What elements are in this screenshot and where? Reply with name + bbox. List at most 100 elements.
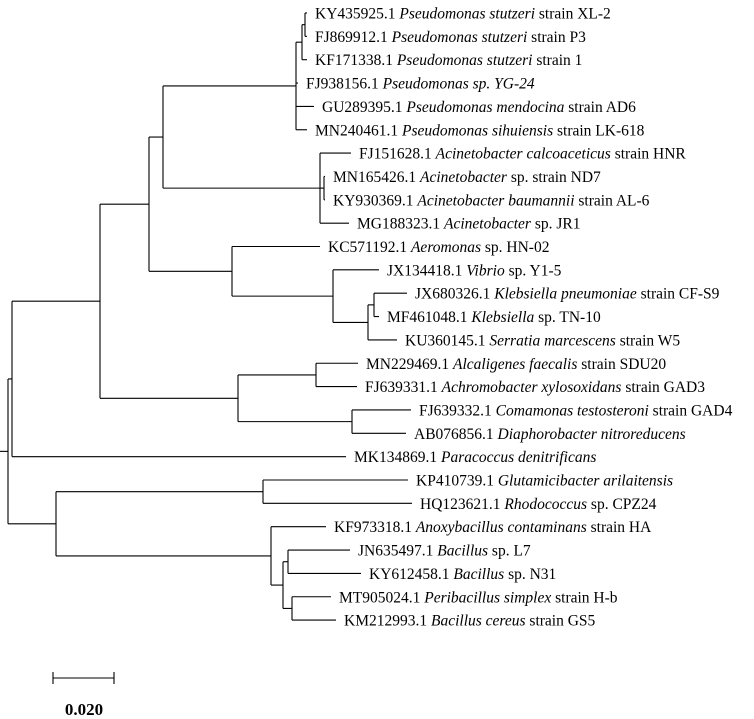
taxon-species: Klebsiella pneumoniae <box>493 286 637 303</box>
taxon-strain: strain GAD4 <box>649 402 733 419</box>
taxon-accession: MT905024.1 <box>339 589 424 606</box>
taxon-species: Vibrio <box>466 262 505 279</box>
tree-branches <box>0 12 412 621</box>
taxon-accession: KY930369.1 <box>333 192 417 209</box>
taxon-accession: KF973318.1 <box>334 519 416 536</box>
taxon-species: Comamonas testosteroni <box>496 402 649 419</box>
taxon-label: KM212993.1 Bacillus cereus strain GS5 <box>344 613 596 630</box>
taxon-label: FJ869912.1 Pseudomonas stutzeri strain P… <box>315 29 586 46</box>
taxon-label: FJ938156.1 Pseudomonas sp. YG-24 <box>306 76 535 93</box>
taxon-species: Diaphorobacter nitroreducens <box>497 426 686 443</box>
taxon-label: MN229469.1 Alcaligenes faecalis strain S… <box>366 356 666 373</box>
taxon-strain: sp. Y1-5 <box>505 262 562 279</box>
taxon-accession: KU360145.1 <box>405 332 489 349</box>
taxon-accession: MF461048.1 <box>387 309 471 326</box>
taxon-strain: strain GAD3 <box>621 379 705 396</box>
taxon-label: KC571192.1 Aeromonas sp. HN-02 <box>328 239 549 256</box>
taxon-species: Pseudomonas mendocina <box>405 99 564 116</box>
taxon-species: Bacillus cereus <box>431 613 526 630</box>
taxon-strain: strain H-b <box>551 589 618 606</box>
taxon-strain: strain W5 <box>616 332 681 349</box>
taxon-species: Glutamicibacter arilaitensis <box>498 473 673 490</box>
taxon-species: Anoxybacillus contaminans <box>415 519 587 536</box>
taxon-strain: strain GS5 <box>526 613 596 630</box>
taxon-species: Rhodococcus <box>503 496 587 513</box>
taxon-label: KF171338.1 Pseudomonas stutzeri strain 1 <box>315 52 582 69</box>
taxon-species: Pseudomonas sihuiensis <box>401 122 553 139</box>
taxon-strain: strain 1 <box>532 52 582 69</box>
taxon-species: Peribacillus simplex <box>423 589 551 606</box>
taxon-accession: AB076856.1 <box>414 426 498 443</box>
taxon-species: Acinetobacter <box>419 169 508 186</box>
taxon-label: MG188323.1 Acinetobacter sp. JR1 <box>357 216 580 233</box>
taxon-label: FJ639331.1 Achromobacter xylosoxidans st… <box>365 379 705 396</box>
taxon-label: MK134869.1 Paracoccus denitrificans <box>354 449 596 466</box>
taxon-label: MT905024.1 Peribacillus simplex strain H… <box>339 589 618 606</box>
taxon-strain: strain P3 <box>527 29 586 46</box>
taxon-accession: KY435925.1 <box>315 6 399 23</box>
taxon-accession: KF171338.1 <box>315 52 397 69</box>
taxon-species: Klebsiella <box>470 309 534 326</box>
taxon-strain: strain HNR <box>611 146 687 163</box>
taxon-strain: strain CF-S9 <box>637 286 720 303</box>
taxon-label: KY930369.1 Acinetobacter baumannii strai… <box>333 192 650 209</box>
taxon-accession: MN165426.1 <box>333 169 420 186</box>
taxon-accession: HQ123621.1 <box>420 496 504 513</box>
taxon-accession: KC571192.1 <box>328 239 411 256</box>
taxon-accession: KY612458.1 <box>369 566 453 583</box>
taxon-strain: strain HA <box>587 519 652 536</box>
taxon-strain: strain SDU20 <box>577 356 666 373</box>
taxon-accession: MN229469.1 <box>366 356 453 373</box>
taxon-labels: KY435925.1 Pseudomonas stutzeri strain X… <box>306 6 733 630</box>
taxon-species: Bacillus <box>437 543 488 560</box>
taxon-label: HQ123621.1 Rhodococcus sp. CPZ24 <box>420 496 657 513</box>
taxon-species: Pseudomonas stutzeri <box>396 52 533 69</box>
taxon-strain: sp. CPZ24 <box>587 496 657 513</box>
taxon-species: Acinetobacter <box>443 216 532 233</box>
taxon-accession: MN240461.1 <box>315 122 402 139</box>
taxon-species: Pseudomonas stutzeri <box>391 29 528 46</box>
taxon-strain: strain XL-2 <box>535 6 611 23</box>
taxon-accession: JX680326.1 <box>415 286 494 303</box>
taxon-label: JN635497.1 Bacillus sp. L7 <box>358 543 531 560</box>
taxon-label: MN165426.1 Acinetobacter sp. strain ND7 <box>333 169 601 186</box>
taxon-species: Acinetobacter baumannii <box>416 192 574 209</box>
taxon-species: Alcaligenes faecalis <box>452 356 577 373</box>
taxon-species: Serratia marcescens <box>489 332 615 349</box>
taxon-label: KU360145.1 Serratia marcescens strain W5 <box>405 332 680 349</box>
scale-bar-label: 0.020 <box>65 700 103 719</box>
taxon-accession: JX134418.1 <box>387 262 466 279</box>
taxon-label: MF461048.1 Klebsiella sp. TN-10 <box>387 309 601 326</box>
taxon-strain: strain AD6 <box>564 99 636 116</box>
taxon-strain: sp. strain ND7 <box>507 169 601 186</box>
taxon-label: FJ639332.1 Comamonas testosteroni strain… <box>419 402 733 419</box>
taxon-accession: KP410739.1 <box>416 473 498 490</box>
taxon-accession: FJ639331.1 <box>365 379 442 396</box>
scale-bar: 0.020 <box>52 672 115 719</box>
taxon-label: FJ151628.1 Acinetobacter calcoaceticus s… <box>359 146 686 163</box>
taxon-species: Bacillus <box>453 566 504 583</box>
taxon-strain: sp. L7 <box>488 543 531 560</box>
taxon-species: Aeromonas <box>410 239 481 256</box>
taxon-accession: FJ869912.1 <box>315 29 392 46</box>
taxon-accession: FJ938156.1 <box>306 76 383 93</box>
taxon-label: JX680326.1 Klebsiella pneumoniae strain … <box>415 286 720 303</box>
taxon-species: Pseudomonas stutzeri <box>398 6 535 23</box>
taxon-label: MN240461.1 Pseudomonas sihuiensis strain… <box>315 122 645 139</box>
taxon-accession: MK134869.1 <box>354 449 441 466</box>
taxon-species: Pseudomonas sp. YG-24 <box>382 76 535 93</box>
taxon-species: Acinetobacter calcoaceticus <box>435 146 611 163</box>
taxon-strain: sp. TN-10 <box>534 309 601 326</box>
taxon-label: GU289395.1 Pseudomonas mendocina strain … <box>322 99 636 116</box>
taxon-accession: FJ639332.1 <box>419 402 496 419</box>
taxon-accession: GU289395.1 <box>322 99 406 116</box>
taxon-strain: sp. N31 <box>504 566 556 583</box>
taxon-label: AB076856.1 Diaphorobacter nitroreducens <box>414 426 686 443</box>
taxon-label: KP410739.1 Glutamicibacter arilaitensis <box>416 473 673 490</box>
taxon-strain: strain AL-6 <box>575 192 650 209</box>
taxon-strain: sp. HN-02 <box>481 239 549 256</box>
taxon-accession: FJ151628.1 <box>359 146 436 163</box>
taxon-label: KY612458.1 Bacillus sp. N31 <box>369 566 556 583</box>
